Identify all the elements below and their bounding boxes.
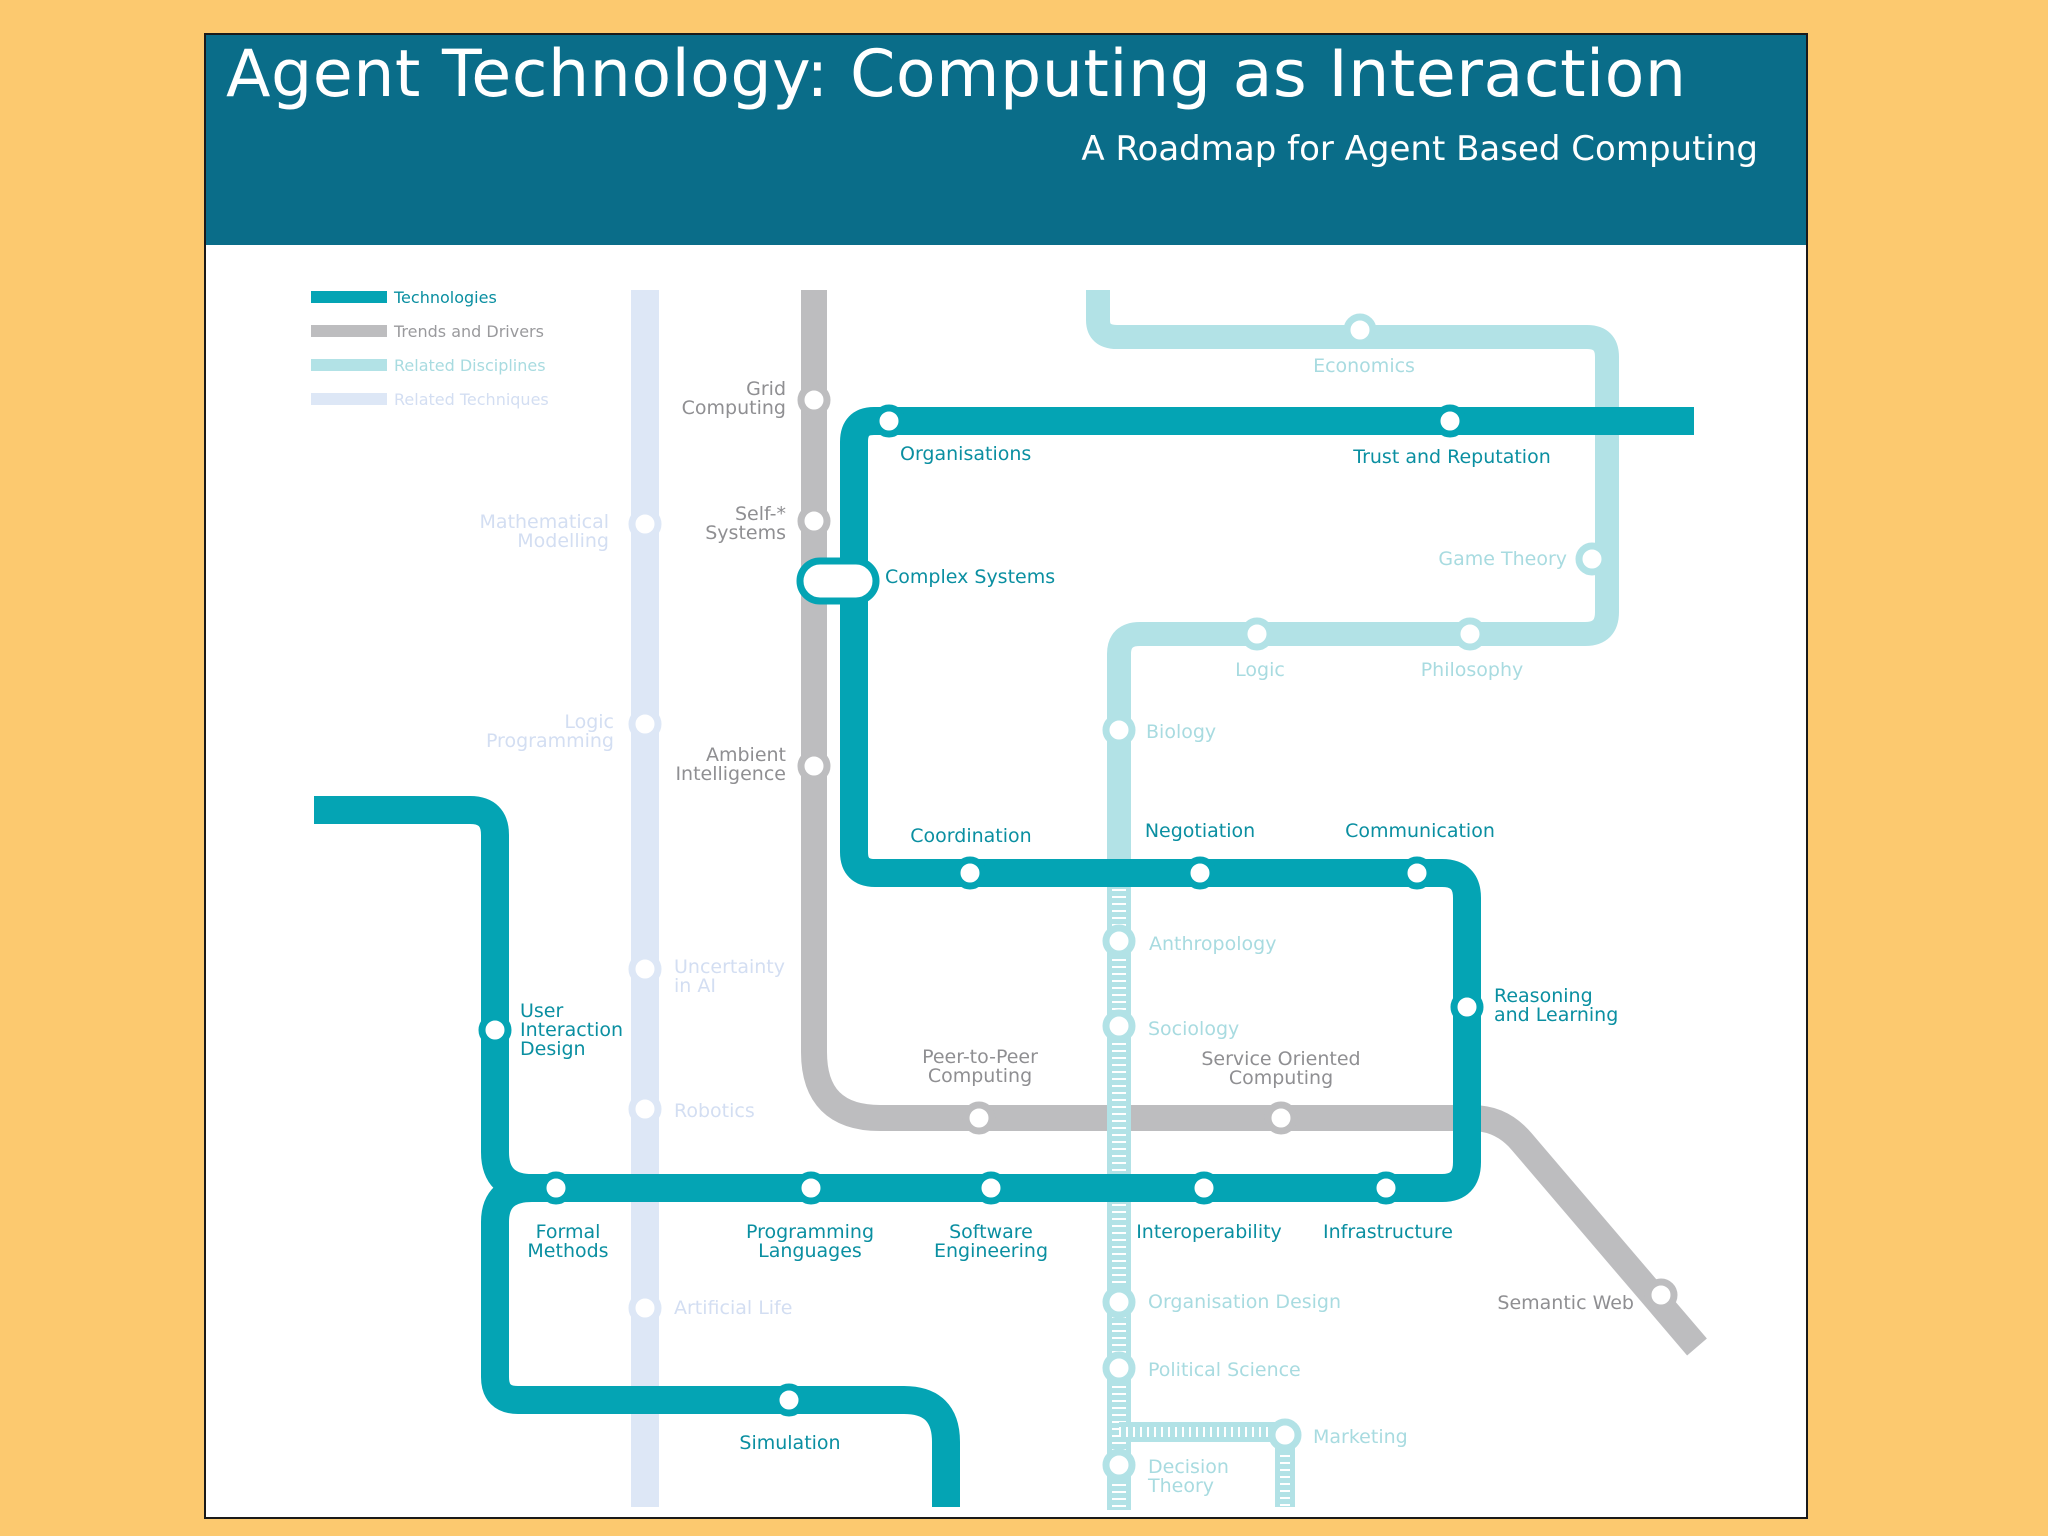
station-complex-systems — [796, 557, 880, 605]
label-negotiation: Negotiation — [1145, 820, 1255, 842]
slide-title: Agent Technology: Computing as Interacti… — [226, 37, 1687, 112]
station-mathematical-modelling — [628, 507, 662, 541]
label-organisation-design: Organisation Design — [1148, 1291, 1341, 1313]
station-philosophy — [1453, 617, 1487, 651]
legend-swatch-techniques — [311, 393, 387, 405]
station-logic-programming — [628, 707, 662, 741]
station-self-systems — [797, 504, 831, 538]
station-user-interaction — [478, 1013, 512, 1047]
label-organisations: Organisations — [900, 443, 1031, 465]
label-political-science: Political Science — [1148, 1359, 1301, 1381]
station-communication — [1400, 856, 1434, 890]
slide: Agent Technology: Computing as Interacti… — [204, 33, 1808, 1519]
label-semantic-web: Semantic Web — [1497, 1292, 1634, 1314]
station-infrastructure — [1369, 1171, 1403, 1205]
station-organisation-design — [1102, 1285, 1136, 1319]
label-economics: Economics — [1313, 355, 1415, 377]
title-banner: Agent Technology: Computing as Interacti… — [206, 35, 1806, 245]
station-grid-computing — [797, 383, 831, 417]
station-formal-methods — [539, 1171, 573, 1205]
technologies-line-upper — [502, 407, 1694, 1202]
station-semantic-web — [1644, 1278, 1678, 1312]
station-anthropology — [1102, 924, 1136, 958]
route-lines — [314, 290, 1707, 1510]
station-marketing — [1268, 1418, 1302, 1452]
station-ambient-intelligence — [797, 749, 831, 783]
label-communication: Communication — [1345, 820, 1495, 842]
station-coordination — [953, 856, 987, 890]
label-anthropology: Anthropology — [1149, 933, 1276, 955]
label-simulation: Simulation — [739, 1432, 840, 1454]
legend-label-technologies: Technologies — [393, 288, 497, 307]
label-complex-systems: Complex Systems — [885, 566, 1055, 588]
trends-line — [801, 290, 1707, 1356]
station-interoperability — [1187, 1171, 1221, 1205]
station-uncertainty-ai — [628, 952, 662, 986]
station-artificial-life — [628, 1291, 662, 1325]
label-artificial-life: Artificial Life — [674, 1297, 792, 1319]
legend-swatch-trends — [311, 325, 387, 337]
legend-swatch-technologies — [311, 291, 387, 303]
label-robotics: Robotics — [674, 1100, 755, 1122]
legend-label-trends: Trends and Drivers — [393, 322, 544, 341]
station-biology — [1102, 713, 1136, 747]
station-trust-reputation — [1433, 404, 1467, 438]
station-logic — [1240, 617, 1274, 651]
label-infrastructure: Infrastructure — [1323, 1221, 1453, 1243]
station-game-theory — [1575, 542, 1609, 576]
station-political-science — [1102, 1351, 1136, 1385]
technologies-line-left — [314, 796, 960, 1507]
label-trust-reputation: Trust and Reputation — [1352, 446, 1550, 468]
station-negotiation — [1183, 856, 1217, 890]
label-coordination: Coordination — [910, 825, 1031, 847]
station-robotics — [628, 1092, 662, 1126]
station-organisations — [872, 404, 906, 438]
station-software-engineering — [974, 1171, 1008, 1205]
station-economics — [1343, 313, 1377, 347]
station-sociology — [1102, 1009, 1136, 1043]
station-programming-languages — [794, 1171, 828, 1205]
legend-swatch-disciplines — [311, 359, 387, 371]
legend-label-techniques: Related Techniques — [394, 390, 549, 409]
label-interoperability: Interoperability — [1136, 1221, 1282, 1243]
label-game-theory: Game Theory — [1438, 548, 1567, 570]
label-logic: Logic — [1235, 659, 1285, 681]
station-simulation — [772, 1383, 806, 1417]
station-decision-theory — [1102, 1448, 1136, 1482]
label-biology: Biology — [1146, 721, 1216, 743]
label-sociology: Sociology — [1148, 1018, 1239, 1040]
station-service-oriented — [1264, 1101, 1298, 1135]
label-self-systems: Self-*Systems — [705, 503, 786, 544]
legend-label-disciplines: Related Disciplines — [394, 356, 546, 375]
station-markers — [478, 313, 1678, 1482]
disciplines-line-upper — [1086, 290, 1619, 882]
station-reasoning-learning — [1450, 990, 1484, 1024]
label-philosophy: Philosophy — [1421, 659, 1524, 681]
slide-subtitle: A Roadmap for Agent Based Computing — [1081, 129, 1758, 169]
label-marketing: Marketing — [1313, 1426, 1408, 1448]
station-peer-to-peer — [962, 1101, 996, 1135]
